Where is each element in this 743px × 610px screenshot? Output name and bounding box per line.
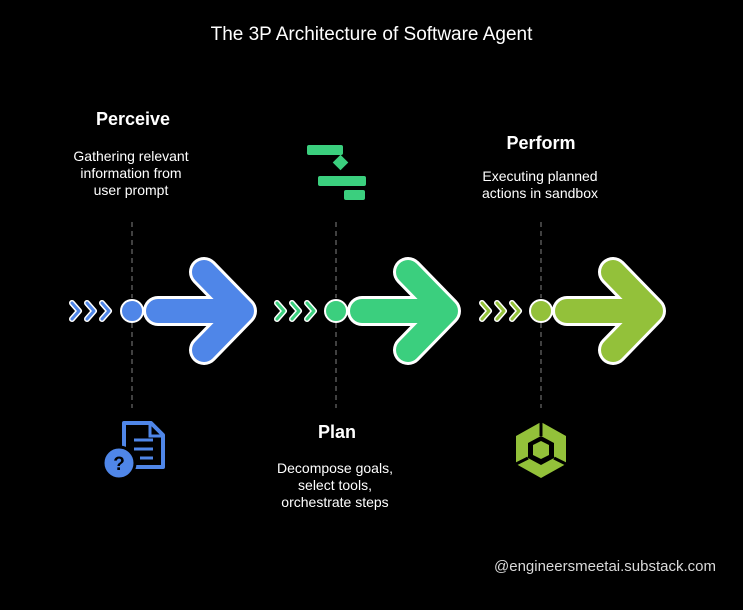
- stage-perform-desc-line: actions in sandbox: [482, 185, 598, 201]
- stage-perceive-description: Gathering relevant information from user…: [31, 148, 231, 199]
- stage-node: [529, 299, 553, 323]
- stage-perceive-desc-line: user prompt: [93, 182, 169, 198]
- footer-credit: @engineersmeetai.substack.com: [494, 558, 716, 575]
- stage-node: [324, 299, 348, 323]
- stage-plan-title: Plan: [317, 422, 356, 442]
- stage-plan-desc-line: select tools,: [298, 477, 372, 493]
- stage-plan-desc-line: Decompose goals,: [277, 460, 393, 476]
- stage-plan-flow: [274, 222, 461, 408]
- stage-perform-title: Perform: [506, 133, 576, 153]
- gantt-plan-icon: [307, 145, 366, 200]
- svg-text:?: ?: [113, 454, 125, 475]
- stage-perceive-title: Perceive: [95, 109, 171, 129]
- stage-perceive-desc-line: Gathering relevant: [73, 148, 189, 164]
- stage-perceive-desc-line: information from: [80, 165, 182, 181]
- stage-perceive-flow: [69, 222, 257, 408]
- stage-plan-desc-line: orchestrate steps: [281, 494, 389, 510]
- stage-node: [120, 299, 144, 323]
- stage-perform-description: Executing planned actions in sandbox: [440, 168, 640, 202]
- document-question-icon: ?: [101, 421, 165, 481]
- stage-perform-flow: [479, 222, 666, 408]
- cube-sandbox-icon: [515, 422, 567, 478]
- diagram-title: The 3P Architecture of Software Agent: [210, 24, 533, 45]
- stage-plan-description: Decompose goals, select tools, orchestra…: [235, 460, 435, 511]
- stage-perform-desc-line: Executing planned: [482, 168, 598, 184]
